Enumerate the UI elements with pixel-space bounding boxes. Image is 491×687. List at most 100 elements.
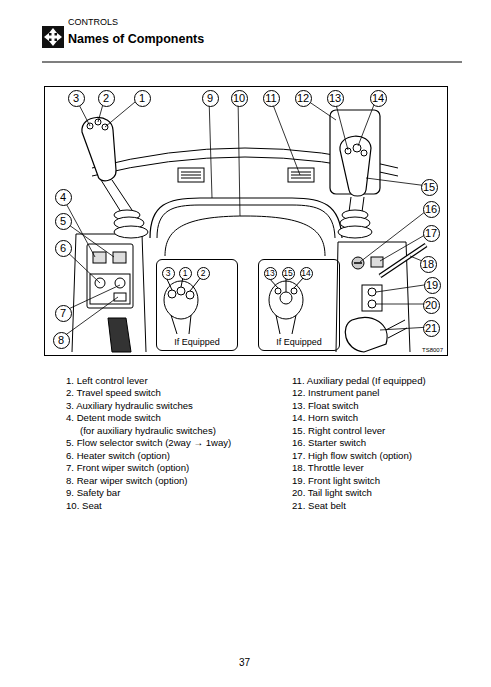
seat-belt bbox=[345, 317, 387, 352]
right-console bbox=[338, 242, 410, 352]
inset-grip bbox=[268, 277, 304, 334]
callout-circle: 21 bbox=[423, 320, 440, 337]
callout-number: 11 bbox=[265, 93, 276, 104]
header-rule bbox=[42, 61, 462, 62]
list-item: 1. Left control lever bbox=[66, 375, 148, 386]
left-console bbox=[76, 234, 146, 352]
wiper-switch bbox=[114, 293, 126, 301]
callout-number: 8 bbox=[58, 335, 64, 346]
callout-number: 17 bbox=[425, 228, 437, 239]
figure-code: TS8007 bbox=[422, 347, 443, 353]
callout-circle: 2 bbox=[197, 267, 210, 280]
callout-number: 4 bbox=[60, 192, 66, 203]
callout-circle: 3 bbox=[162, 267, 175, 280]
callout-number: 14 bbox=[301, 269, 310, 278]
callout-circle: 3 bbox=[68, 90, 85, 107]
callout-circle: 12 bbox=[295, 90, 312, 107]
callout-number: 3 bbox=[166, 269, 171, 278]
callout-number: 15 bbox=[423, 182, 435, 193]
rocker-switch bbox=[113, 252, 126, 263]
seat bbox=[165, 216, 325, 256]
callout-circle: 13 bbox=[264, 267, 277, 280]
inset-note: If Equipped bbox=[157, 337, 237, 347]
page-title: Names of Components bbox=[68, 32, 204, 46]
list-item: 5. Flow selector switch (2way → 1way) bbox=[66, 437, 231, 448]
callout-circle: 18 bbox=[420, 256, 437, 273]
list-item: (for auxiliary hydraulic switches) bbox=[80, 425, 216, 436]
section-label: CONTROLS bbox=[68, 17, 118, 27]
list-item: 10. Seat bbox=[66, 500, 102, 511]
leader-lines bbox=[60, 97, 431, 339]
list-item: 9. Safety bar bbox=[66, 487, 120, 498]
list-item: 16. Starter switch bbox=[292, 437, 366, 448]
callout-number: 19 bbox=[426, 280, 438, 291]
belt-tongue bbox=[108, 318, 131, 352]
callout-number: 10 bbox=[233, 93, 245, 104]
front-light-switch bbox=[368, 288, 376, 296]
callout-number: 18 bbox=[422, 259, 434, 270]
list-item: 8. Rear wiper switch (option) bbox=[66, 475, 188, 486]
list-item: 13. Float switch bbox=[292, 400, 359, 411]
callout-circle: 15 bbox=[282, 267, 295, 280]
callout-number: 1 bbox=[139, 93, 145, 104]
switch-plate bbox=[90, 274, 130, 304]
callout-number: 20 bbox=[425, 300, 437, 311]
high-flow-switch bbox=[371, 257, 383, 267]
list-item: 7. Front wiper switch (option) bbox=[66, 462, 189, 473]
callout-circle: 5 bbox=[55, 213, 72, 230]
callout-number: 2 bbox=[201, 269, 206, 278]
tail-light-switch bbox=[368, 300, 376, 308]
inset-grip bbox=[164, 277, 201, 334]
starter-switch bbox=[352, 257, 364, 269]
inset-note: If Equipped bbox=[259, 337, 339, 347]
list-item: 21. Seat belt bbox=[292, 500, 346, 511]
callout-circle: 14 bbox=[300, 267, 313, 280]
throttle-lever bbox=[380, 245, 426, 276]
inset-box: If Equipped 3 1 2 bbox=[156, 259, 238, 351]
callout-number: 6 bbox=[60, 243, 66, 254]
callout-number: 15 bbox=[283, 269, 292, 278]
right-grip bbox=[340, 136, 371, 196]
callout-circle: 7 bbox=[55, 305, 72, 322]
callout-number: 13 bbox=[329, 93, 341, 104]
list-item: 12. Instrument panel bbox=[292, 387, 379, 398]
rocker-switch bbox=[93, 252, 106, 263]
callout-circle: 1 bbox=[134, 90, 151, 107]
list-item: 17. High flow switch (option) bbox=[292, 450, 412, 461]
callout-circle: 17 bbox=[423, 225, 440, 242]
safety-bar bbox=[157, 205, 335, 238]
callout-circle: 6 bbox=[55, 240, 72, 257]
list-item: 14. Horn switch bbox=[292, 412, 358, 423]
callout-number: 13 bbox=[265, 269, 274, 278]
callout-circle: 14 bbox=[370, 90, 387, 107]
callout-circle: 2 bbox=[98, 90, 115, 107]
list-item: 2. Travel speed switch bbox=[66, 387, 161, 398]
callout-number: 1 bbox=[183, 269, 188, 278]
callout-number: 21 bbox=[425, 323, 437, 334]
list-item: 15. Right control lever bbox=[292, 425, 385, 436]
list-item: 4. Detent mode switch bbox=[66, 412, 161, 423]
list-item: 20. Tail light switch bbox=[292, 487, 372, 498]
callout-circle: 16 bbox=[423, 201, 440, 218]
callout-number: 2 bbox=[103, 93, 109, 104]
left-console bbox=[72, 234, 76, 352]
callout-number: 9 bbox=[207, 93, 213, 104]
inset-box: If Equipped 13 15 14 bbox=[258, 259, 340, 351]
arrow-cross bbox=[44, 28, 62, 46]
callout-circle: 13 bbox=[327, 90, 344, 107]
vent bbox=[178, 168, 314, 182]
callout-number: 12 bbox=[297, 93, 309, 104]
callout-number: 7 bbox=[60, 308, 66, 319]
callout-circle: 1 bbox=[179, 267, 192, 280]
list-item: 19. Front light switch bbox=[292, 475, 380, 486]
list-item: 3. Auxiliary hydraulic switches bbox=[66, 400, 193, 411]
callout-number: 5 bbox=[60, 216, 66, 227]
left-grip bbox=[82, 117, 116, 180]
safety-bar bbox=[150, 198, 342, 238]
callout-circle: 19 bbox=[424, 277, 441, 294]
callout-circle: 10 bbox=[231, 90, 248, 107]
callout-circle: 9 bbox=[202, 90, 219, 107]
light-switch-plate bbox=[362, 285, 382, 311]
callout-circle: 8 bbox=[53, 332, 70, 349]
page-number: 37 bbox=[239, 657, 250, 669]
